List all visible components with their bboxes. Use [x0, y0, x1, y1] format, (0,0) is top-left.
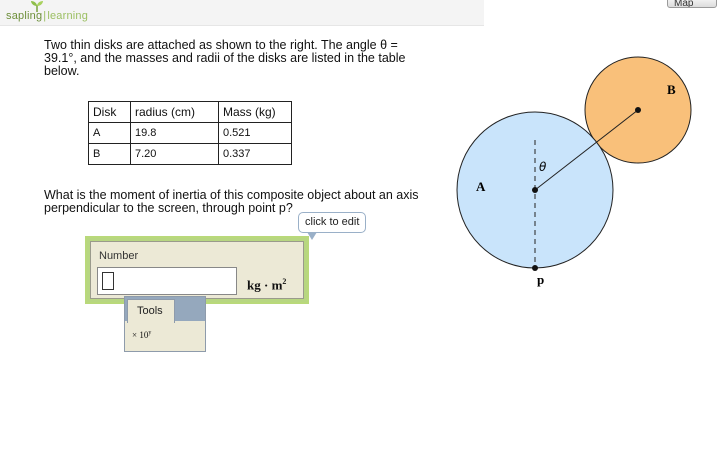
- disk-a-center-dot: [532, 187, 538, 193]
- point-p-dot: [532, 265, 538, 271]
- column-header-radius: radius (cm): [130, 101, 219, 123]
- units-label: kg · m2: [247, 277, 286, 293]
- site-header: sapling|learning: [0, 0, 484, 26]
- question-intro: Two thin disks are attached as shown to …: [44, 38, 406, 78]
- disk-a-label: A: [476, 179, 486, 194]
- logo-separator: |: [43, 10, 47, 22]
- theta-label: θ: [539, 160, 547, 174]
- sci-prefix: × 10: [132, 330, 149, 340]
- column-header-disk: Disk: [88, 101, 131, 123]
- answer-panel: Number kg · m2: [90, 241, 304, 299]
- disk-b-label: B: [667, 82, 676, 97]
- table-header-row: Disk radius (cm) Mass (kg): [88, 101, 292, 123]
- table-cell-disk: B: [88, 143, 131, 165]
- table-row: A 19.8 0.521: [88, 122, 292, 144]
- logo-sapling-text: sapling: [6, 10, 43, 22]
- logo-learning-text: learning: [47, 10, 89, 22]
- sci-power: y: [148, 330, 152, 336]
- map-button-label: Map: [674, 0, 694, 8]
- tools-panel: Tools × 10y: [124, 296, 206, 352]
- number-input[interactable]: [97, 267, 237, 295]
- center-connector-line: [534, 109, 639, 191]
- answer-box[interactable]: Number kg · m2: [85, 236, 309, 304]
- sprout-logo-icon: [31, 1, 43, 12]
- table-row: B 7.20 0.337: [88, 143, 292, 165]
- question-prompt: What is the moment of inertia of this co…: [44, 188, 419, 215]
- table-cell-radius: 19.8: [130, 122, 219, 144]
- point-p-label: p: [537, 272, 544, 287]
- number-label: Number: [99, 250, 139, 262]
- disk-b-center-dot: [635, 107, 641, 113]
- table-cell-mass: 0.521: [218, 122, 292, 144]
- table-cell-mass: 0.337: [218, 143, 292, 165]
- click-to-edit-tooltip[interactable]: click to edit: [298, 212, 367, 240]
- units-text: kg · m: [247, 277, 283, 293]
- scientific-notation-button[interactable]: × 10y: [132, 330, 151, 340]
- disk-diagram: A B θ p: [456, 56, 692, 287]
- tools-tab[interactable]: Tools: [127, 299, 175, 323]
- input-cursor-box: [102, 272, 114, 290]
- map-button[interactable]: Map: [667, 0, 717, 8]
- column-header-mass: Mass (kg): [218, 101, 292, 123]
- table-cell-disk: A: [88, 122, 131, 144]
- disk-data-table: Disk radius (cm) Mass (kg) A 19.8 0.521 …: [88, 101, 292, 165]
- sapling-learning-logo[interactable]: sapling|learning: [6, 10, 88, 22]
- units-power: 2: [282, 277, 287, 286]
- table-cell-radius: 7.20: [130, 143, 219, 165]
